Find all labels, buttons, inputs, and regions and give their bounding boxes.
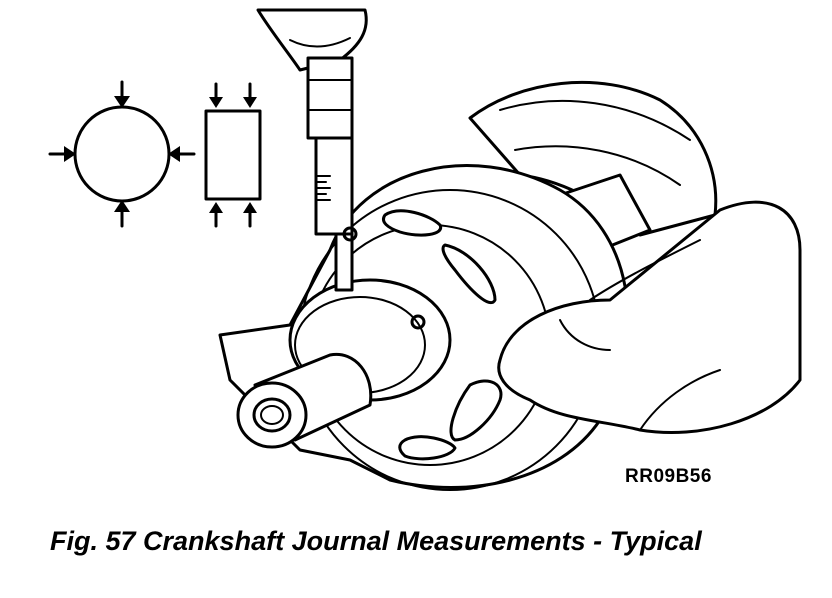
crankshaft-journal xyxy=(236,278,452,449)
rectangle-side-view-icon xyxy=(204,82,262,228)
figure-code: RR09B56 xyxy=(625,466,712,487)
figure-caption: Fig. 57 Crankshaft Journal Measurements … xyxy=(50,526,702,556)
circle-cross-section-icon xyxy=(48,80,196,228)
hand xyxy=(497,200,802,434)
micrometer-icon xyxy=(256,8,368,292)
crankshaft-counterweight xyxy=(468,80,718,252)
